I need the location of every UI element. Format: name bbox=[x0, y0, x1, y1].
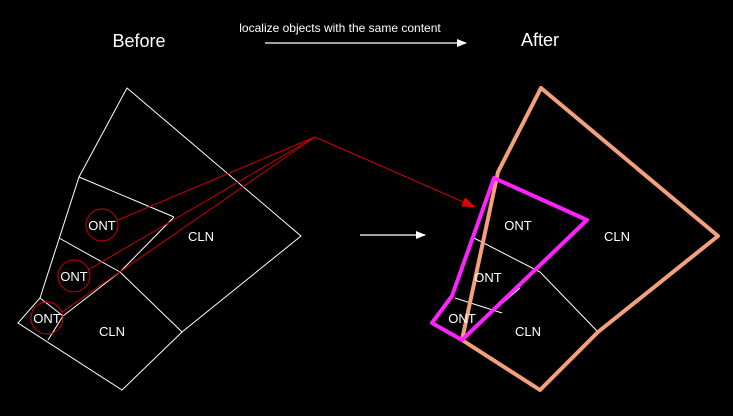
before-divider bbox=[47, 315, 64, 341]
selection-circle bbox=[85, 208, 119, 242]
after-label-ont-top: ONT bbox=[504, 218, 532, 233]
before-divider bbox=[58, 237, 121, 273]
after-label-ont-mid: ONT bbox=[474, 270, 502, 285]
before-heading: Before bbox=[112, 31, 165, 51]
before-divider bbox=[119, 216, 175, 273]
after-label-cln-upper: CLN bbox=[604, 229, 630, 244]
before-label-cln-lower: CLN bbox=[99, 324, 125, 339]
selection-connector bbox=[61, 136, 316, 313]
after-label-ont-bot: ONT bbox=[448, 311, 476, 326]
after-label-cln-lower: CLN bbox=[515, 324, 541, 339]
after-divider bbox=[539, 271, 599, 333]
after-outer-outline bbox=[460, 86, 720, 392]
before-label-ont-top: ONT bbox=[88, 218, 116, 233]
before-divider bbox=[62, 271, 121, 317]
after-divider bbox=[473, 237, 541, 273]
before-divider bbox=[119, 271, 183, 333]
selection-connector bbox=[87, 136, 316, 271]
before-diagram bbox=[17, 87, 302, 391]
after-localized-outline bbox=[430, 176, 589, 342]
before-label-ont-mid: ONT bbox=[60, 269, 88, 284]
before-divider bbox=[39, 297, 64, 317]
before-outline bbox=[17, 87, 302, 391]
before-divider bbox=[78, 176, 175, 218]
after-heading: After bbox=[521, 30, 559, 50]
localize-arrow bbox=[314, 136, 476, 208]
selection-circle bbox=[57, 259, 91, 293]
before-label-cln-upper: CLN bbox=[188, 229, 214, 244]
caption-text: localize objects with the same content bbox=[239, 21, 441, 35]
selection-circle bbox=[30, 301, 64, 335]
before-label-ont-bot: ONT bbox=[33, 311, 61, 326]
selection-connector bbox=[117, 136, 316, 221]
before-selection bbox=[30, 136, 316, 335]
